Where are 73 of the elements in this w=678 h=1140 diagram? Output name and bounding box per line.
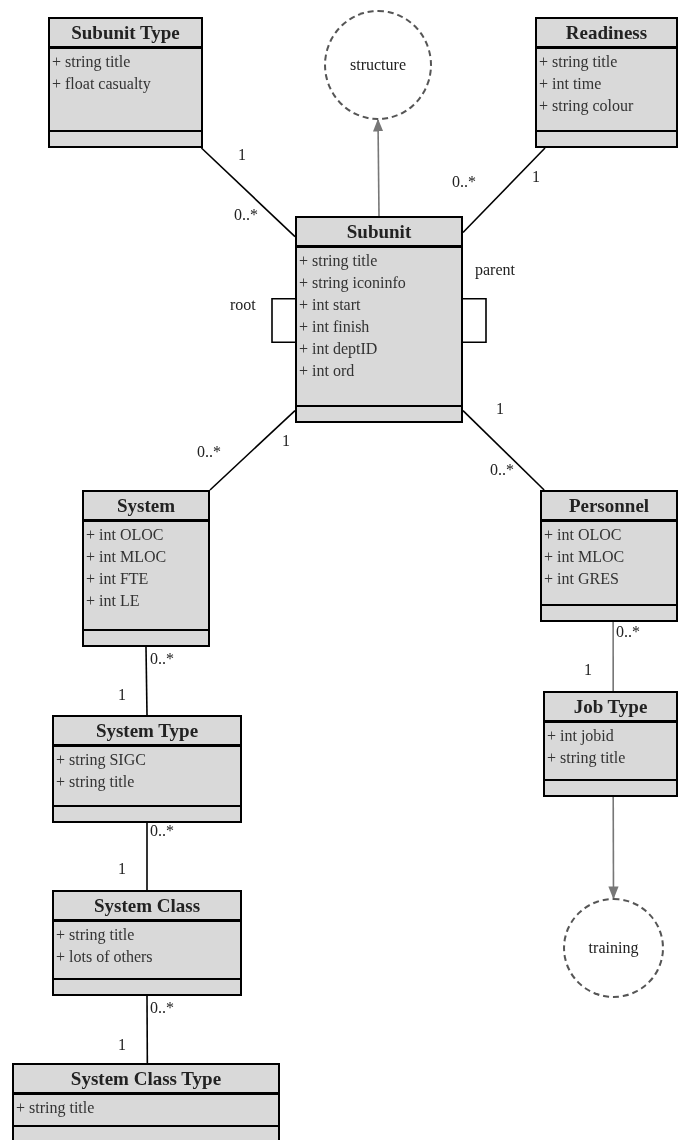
attribute-text: + string title bbox=[16, 1098, 96, 1119]
arrow bbox=[373, 118, 384, 217]
class-box bbox=[82, 490, 210, 647]
class-name: Subunit bbox=[297, 218, 461, 248]
attribute-text: + string title bbox=[299, 251, 379, 272]
class-box bbox=[543, 691, 678, 797]
connector-line bbox=[612, 621, 614, 692]
class-box bbox=[52, 890, 242, 996]
self-loop-line bbox=[271, 298, 296, 344]
attribute-text: + string iconinfo bbox=[299, 273, 407, 294]
class-name: Readiness bbox=[537, 19, 676, 49]
connector-line bbox=[209, 409, 296, 491]
connector-line bbox=[462, 147, 546, 234]
attribute-text: + int OLOC bbox=[544, 525, 623, 545]
arrow bbox=[608, 796, 619, 900]
attribute-text: + lots of others bbox=[56, 947, 154, 967]
connector-line bbox=[462, 409, 545, 491]
class-name: System Class Type bbox=[14, 1065, 278, 1095]
attribute-text: + int MLOC bbox=[86, 547, 168, 567]
multiplicity-label: 1 bbox=[496, 400, 504, 418]
attribute-text: + int FTE bbox=[86, 569, 150, 589]
attribute-text: + string colour bbox=[539, 96, 635, 117]
attribute-text: + int finish bbox=[299, 317, 371, 337]
class-name: System Type bbox=[54, 717, 240, 747]
attribute-text: + int MLOC bbox=[544, 547, 626, 567]
multiplicity-label: 0..* bbox=[150, 999, 174, 1017]
class-name: Personnel bbox=[542, 492, 676, 522]
multiplicity-label: 0..* bbox=[150, 822, 174, 840]
attribute-text: + string SIGC bbox=[56, 750, 147, 771]
class-name: Subunit Type bbox=[50, 19, 201, 49]
multiplicity-label: 1 bbox=[532, 168, 540, 186]
multiplicity-label: 1 bbox=[584, 661, 592, 679]
connector-line bbox=[146, 822, 148, 891]
node-label: training bbox=[588, 939, 639, 957]
class-box bbox=[12, 1063, 280, 1140]
class-box bbox=[52, 715, 242, 823]
self-loop-line bbox=[462, 298, 487, 344]
multiplicity-label: 0..* bbox=[197, 443, 221, 461]
class-box bbox=[295, 216, 463, 423]
multiplicity-label: 1 bbox=[118, 860, 126, 878]
attribute-text: + string title bbox=[56, 925, 136, 946]
attribute-text: + int GRES bbox=[544, 569, 620, 589]
attribute-text: + int start bbox=[299, 295, 362, 315]
connector-line bbox=[146, 995, 149, 1064]
attribute-text: + int jobid bbox=[547, 726, 615, 747]
class-box bbox=[540, 490, 678, 622]
connector-line bbox=[145, 646, 148, 716]
class-name: System Class bbox=[54, 892, 240, 922]
multiplicity-label: 0..* bbox=[150, 650, 174, 668]
multiplicity-label: 0..* bbox=[490, 461, 514, 479]
multiplicity-label: 1 bbox=[238, 146, 246, 164]
attribute-text: + float casualty bbox=[52, 74, 152, 95]
attribute-text: + string title bbox=[539, 52, 619, 73]
attribute-text: + string title bbox=[52, 52, 132, 73]
class-box bbox=[535, 17, 678, 148]
connector-line bbox=[200, 147, 296, 238]
attribute-text: + string title bbox=[547, 748, 627, 769]
class-name: Job Type bbox=[545, 693, 676, 723]
attribute-text: + int time bbox=[539, 74, 603, 94]
attribute-text: + string title bbox=[56, 772, 136, 793]
class-name: System bbox=[84, 492, 208, 522]
attribute-text: + int LE bbox=[86, 591, 141, 611]
multiplicity-label: 1 bbox=[118, 686, 126, 704]
multiplicity-label: 0..* bbox=[616, 623, 640, 641]
multiplicity-label: 0..* bbox=[234, 206, 258, 224]
multiplicity-label: 0..* bbox=[452, 173, 476, 191]
multiplicity-label: 1 bbox=[282, 432, 290, 450]
attribute-text: + int OLOC bbox=[86, 525, 165, 545]
multiplicity-label: 1 bbox=[118, 1036, 126, 1054]
class-box bbox=[48, 17, 203, 148]
attribute-text: + int deptID bbox=[299, 339, 379, 360]
attribute-text: + int ord bbox=[299, 361, 356, 381]
node-label: structure bbox=[350, 56, 406, 74]
